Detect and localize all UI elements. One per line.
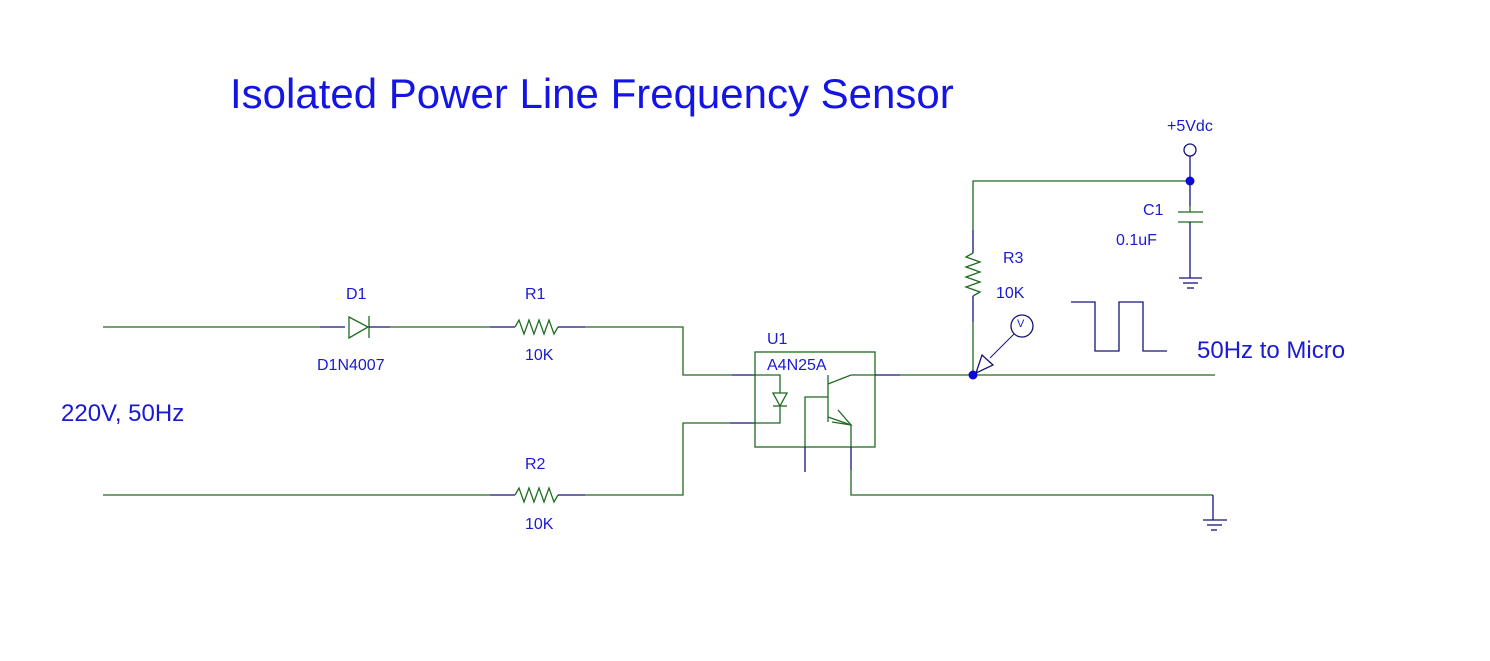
junction-dot-output <box>968 370 978 380</box>
r1-ref: R1 <box>525 286 546 303</box>
diode-d1-symbol <box>348 315 390 340</box>
probe-label: V <box>1017 318 1025 330</box>
resistor-r3-symbol <box>964 252 982 375</box>
u1-ref: U1 <box>767 331 788 348</box>
wire-r3-top <box>972 180 1190 253</box>
wire-emitter-ground <box>850 470 1214 520</box>
c1-ref: C1 <box>1143 202 1164 219</box>
wire-r1-u1 <box>585 326 756 376</box>
output-label: 50Hz to Micro <box>1197 337 1346 364</box>
r2-value: 10K <box>525 516 554 533</box>
r2-ref: R2 <box>525 456 546 473</box>
capacitor-c1-symbol <box>1178 181 1203 278</box>
r3-value: 10K <box>996 285 1025 302</box>
input-label: 220V, 50Hz <box>61 400 185 427</box>
d1-ref: D1 <box>346 286 367 303</box>
ground-symbol-c1 <box>1179 277 1202 289</box>
r3-ref: R3 <box>1003 250 1024 267</box>
r1-value: 10K <box>525 347 554 364</box>
resistor-r2-symbol <box>514 486 585 504</box>
c1-value: 0.1uF <box>1116 232 1157 249</box>
optocoupler-u1-symbol <box>754 351 876 472</box>
u1-value: A4N25A <box>767 357 827 374</box>
supply-terminal-icon <box>1183 143 1197 181</box>
voltage-probe-icon[interactable] <box>974 314 1034 375</box>
page-title: Isolated Power Line Frequency Sensor <box>230 70 954 117</box>
wire-r2-u1 <box>585 422 756 496</box>
square-wave-icon <box>1071 301 1167 352</box>
supply-label: +5Vdc <box>1167 118 1213 135</box>
resistor-r1-symbol <box>514 318 585 336</box>
ground-symbol-bottom <box>1203 519 1227 531</box>
d1-value: D1N4007 <box>317 357 385 374</box>
